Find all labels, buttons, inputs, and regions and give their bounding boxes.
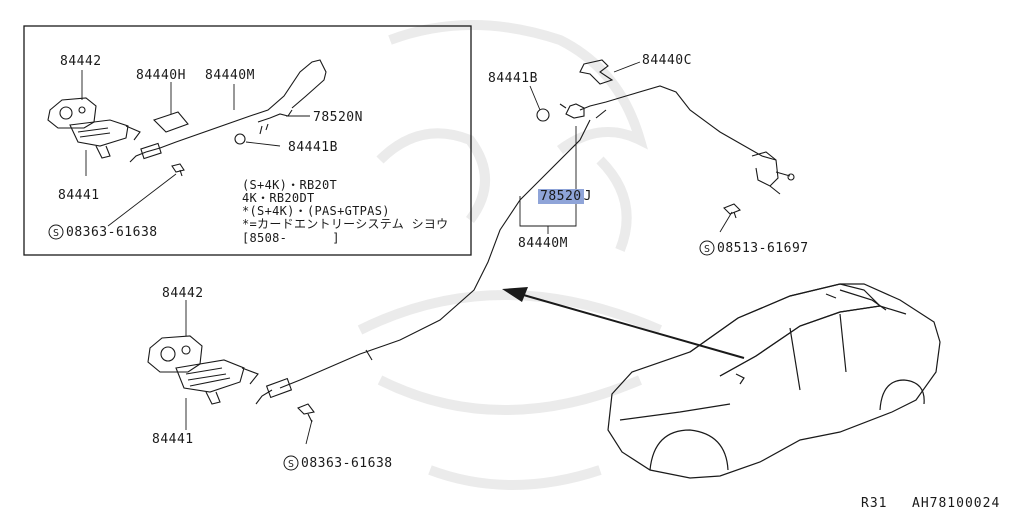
label-inset-84442: 84442 xyxy=(60,54,102,69)
main-latch-assembly xyxy=(147,335,293,405)
inset-note-3: *(S+4K)・(PAS+GTPAS) xyxy=(242,204,390,218)
label-inset-84441: 84441 xyxy=(58,188,100,203)
main-clip-84440C xyxy=(579,59,614,85)
screw-symbol-main-lower: S xyxy=(288,459,294,470)
label-inset-78520N: 78520N xyxy=(313,110,363,125)
label-main-84440C: 84440C xyxy=(642,53,692,68)
inset-cable xyxy=(129,59,327,163)
screw-symbols xyxy=(48,224,715,471)
inset-screw xyxy=(171,163,185,177)
screw-symbol-main-right: S xyxy=(704,244,710,255)
label-main-08513-61697: 08513-61697 xyxy=(717,241,809,256)
car-body xyxy=(607,283,941,479)
inset-clip-84441B xyxy=(234,133,246,145)
label-inset-84440M: 84440M xyxy=(205,68,255,83)
inset-latch-assembly xyxy=(47,97,141,159)
part-suffix: J xyxy=(583,189,592,204)
label-main-84441B: 84441B xyxy=(488,71,538,86)
watermark-emblem xyxy=(357,20,663,490)
inset-note-4: *=カードエントリーシステム シヨウ xyxy=(242,217,449,231)
main-lower-screw xyxy=(297,403,315,423)
label-main-84441: 84441 xyxy=(152,432,194,447)
highlighted-part-number[interactable]: 78520 xyxy=(538,189,584,204)
inset-note-2: 4K・RB20DT xyxy=(242,191,315,205)
label-main-08363-61638: 08363-61638 xyxy=(301,456,393,471)
inset-note-5: [8508- ] xyxy=(242,231,340,245)
label-inset-84441B: 84441B xyxy=(288,140,338,155)
leader-lines xyxy=(81,61,733,445)
label-inset-08363-61638: 08363-61638 xyxy=(66,225,158,240)
inset-pad-84440H xyxy=(152,111,189,133)
main-grommet-84441B xyxy=(536,108,550,122)
label-main-84440M: 84440M xyxy=(518,236,568,251)
screw-symbol-inset: S xyxy=(53,228,59,239)
inset-note-1: (S+4K)・RB20T xyxy=(242,178,338,192)
label-main-84442: 84442 xyxy=(162,286,204,301)
locator-arrow xyxy=(502,287,745,359)
label-inset-84440H: 84440H xyxy=(136,68,186,83)
main-screw-08513 xyxy=(723,203,741,219)
diagram-ref-id: AH78100024 xyxy=(912,496,1001,511)
main-cable xyxy=(279,85,795,389)
inset-frame xyxy=(23,25,472,256)
diagram-ref-model: R31 xyxy=(861,496,888,511)
